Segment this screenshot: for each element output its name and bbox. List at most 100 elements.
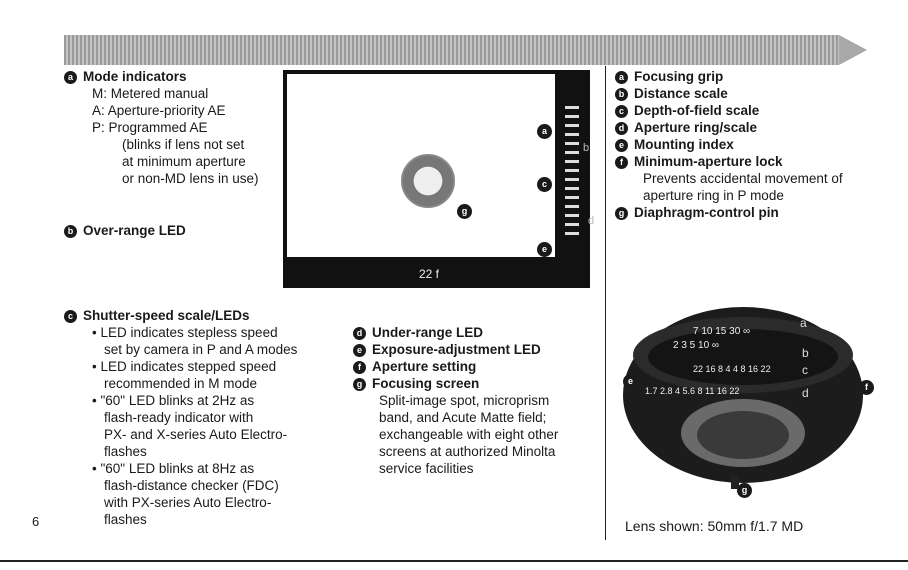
shutter-line: recommended in M mode: [104, 376, 258, 391]
viewfinder-diagram: a c g e b d 22 f: [283, 70, 594, 288]
led-scale: [561, 100, 583, 250]
over-range-title: Over-range LED: [83, 223, 186, 238]
led-tick: [565, 232, 579, 235]
led-tick: [565, 160, 579, 163]
shutter-line: flash-distance checker (FDC): [104, 478, 279, 493]
focusing-text: service facilities: [379, 461, 474, 476]
badge-e: e: [353, 344, 366, 357]
aperture-setting-title: Aperture setting: [372, 359, 477, 374]
footer-rule: [0, 560, 908, 562]
led-tick: [565, 142, 579, 145]
distance-scale-text: 2 3 5 10 ∞: [673, 340, 720, 351]
under-range-title: Under-range LED: [372, 325, 484, 340]
badge-b: b: [615, 88, 628, 101]
mode-line-a: A: Aperture-priority AE: [92, 103, 226, 118]
led-tick: [565, 124, 579, 127]
focusing-screen-title: Focusing screen: [372, 376, 480, 391]
viewfinder-field: a c g e: [287, 74, 555, 257]
viewfinder-readout: 22 f: [419, 267, 440, 281]
aperture-ring-title: Aperture ring/scale: [634, 120, 758, 135]
exposure-adjustment-title: Exposure-adjustment LED: [372, 342, 541, 357]
led-tick: [565, 223, 579, 226]
led-tick: [565, 115, 579, 118]
dof-scale-text: 22 16 8 4 4 8 16 22: [693, 364, 771, 374]
column-divider: [605, 66, 606, 540]
badge-a: a: [615, 71, 628, 84]
focusing-text: band, and Acute Matte field;: [379, 410, 547, 425]
shutter-line: PX- and X-series Auto Electro-: [104, 427, 288, 442]
shutter-title: Shutter-speed scale/LEDs: [83, 308, 250, 323]
vf-callout-c: c: [537, 177, 552, 192]
over-range-section: b Over-range LED: [64, 222, 186, 239]
lens-label-a: a: [800, 316, 807, 330]
lens-drawing: [623, 307, 863, 489]
lock-text: aperture ring in P mode: [643, 188, 784, 203]
led-tick: [565, 169, 579, 172]
focusing-text: exchangeable with eight other: [379, 427, 559, 442]
focusing-text: screens at authorized Minolta: [379, 444, 556, 459]
distance-scale-title: Distance scale: [634, 86, 728, 101]
lens-parts-section: a Focusing grip b Distance scale c Depth-of…: [615, 68, 843, 221]
vf-callout-a: a: [537, 124, 552, 139]
badge-c: c: [64, 310, 77, 323]
led-tick: [565, 205, 579, 208]
mode-note-3: or non-MD lens in use): [122, 171, 259, 186]
badge-b: b: [64, 225, 77, 238]
mounting-index-title: Mounting index: [634, 137, 734, 152]
badge-e: e: [615, 139, 628, 152]
shutter-line: • LED indicates stepped speed: [92, 359, 277, 374]
distance-scale-text: 7 10 15 30 ∞: [693, 326, 751, 337]
led-tick: [565, 133, 579, 136]
middle-section: d Under-range LED e Exposure-adjustment LE…: [353, 324, 558, 477]
mode-line-m: M: Metered manual: [92, 86, 209, 101]
page-number: 6: [32, 514, 40, 529]
mode-note-1: (blinks if lens not set: [122, 137, 245, 152]
mode-note-2: at minimum aperture: [122, 154, 246, 169]
vf-callout-g: g: [457, 204, 472, 219]
badge-d: d: [353, 327, 366, 340]
depth-of-field-title: Depth-of-field scale: [634, 103, 760, 118]
focusing-grip-title: Focusing grip: [634, 69, 724, 84]
shutter-line: • "60" LED blinks at 2Hz as: [92, 393, 255, 408]
header-banner: [64, 35, 839, 65]
shutter-line: with PX-series Auto Electro-: [104, 495, 272, 510]
mode-indicators-section: a Mode indicators M: Metered manual A: Ap…: [64, 68, 259, 187]
shutter-line: • "60" LED blinks at 8Hz as: [92, 461, 255, 476]
lens-illustration: 7 10 15 30 ∞ 2 3 5 10 ∞ 22 16 8 4 4 8 16…: [615, 285, 890, 500]
led-tick: [565, 187, 579, 190]
shutter-line: flashes: [104, 444, 147, 459]
badge-g: g: [615, 207, 628, 220]
shutter-section: c Shutter-speed scale/LEDs • LED indicate…: [64, 307, 297, 528]
led-tick: [565, 196, 579, 199]
vf-label-b: b: [583, 142, 590, 154]
badge-a: a: [64, 71, 77, 84]
vf-callout-e: e: [537, 242, 552, 257]
badge-c: c: [615, 105, 628, 118]
shutter-line: set by camera in P and A modes: [104, 342, 298, 357]
lens-callout-f: f: [859, 380, 874, 395]
shutter-line: • LED indicates stepless speed: [92, 325, 278, 340]
led-tick: [565, 151, 579, 154]
lens-caption: Lens shown: 50mm f/1.7 MD: [625, 518, 804, 534]
mode-line-p: P: Programmed AE: [92, 120, 208, 135]
lens-label-c: c: [802, 363, 808, 377]
vf-label-d: d: [588, 215, 595, 227]
badge-d: d: [615, 122, 628, 135]
shutter-line: flash-ready indicator with: [104, 410, 254, 425]
mode-indicators-title: Mode indicators: [83, 69, 187, 84]
led-tick: [565, 106, 579, 109]
focusing-spot: [401, 154, 455, 208]
lens-callout-e: e: [623, 374, 638, 389]
lens-label-d: d: [802, 386, 809, 400]
led-tick: [565, 178, 579, 181]
banner-arrow: [839, 35, 867, 65]
badge-g: g: [353, 378, 366, 391]
badge-f: f: [353, 361, 366, 374]
aperture-scale-text: 1.7 2.8 4 5.6 8 11 16 22: [645, 386, 740, 396]
badge-f: f: [615, 156, 628, 169]
lens-label-b: b: [802, 346, 809, 360]
lock-text: Prevents accidental movement of: [643, 171, 843, 186]
minimum-aperture-lock-title: Minimum-aperture lock: [634, 154, 783, 169]
shutter-line: flashes: [104, 512, 147, 527]
led-tick: [565, 214, 579, 217]
